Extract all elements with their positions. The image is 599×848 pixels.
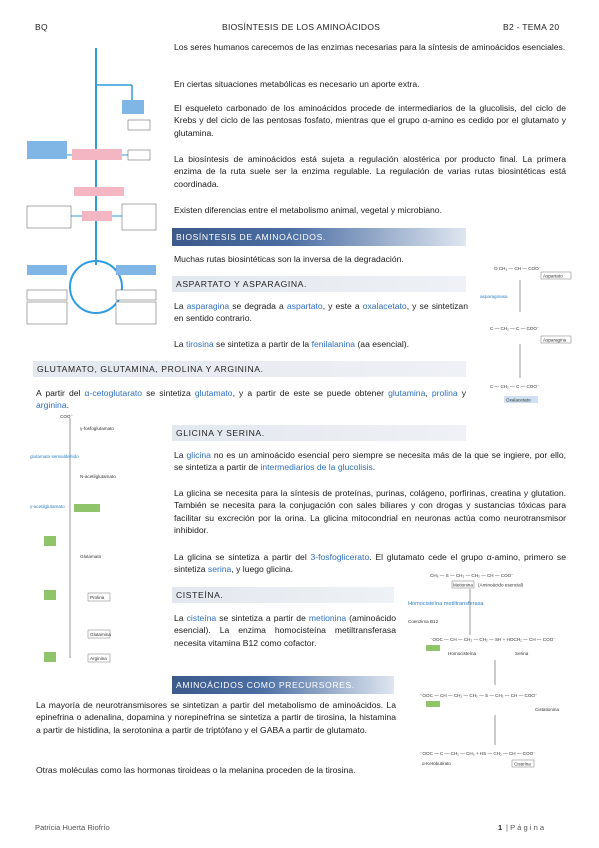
label-coenzima-b12: Coenzima B12 xyxy=(408,619,439,624)
svg-text:C — CH₂ — C — COO⁻: C — CH₂ — C — COO⁻ xyxy=(490,384,540,389)
label-homocisteina-metiltransferasa: Homocisteína metiltransferasa xyxy=(408,601,484,607)
svg-text:⁻OOC — CH — CH₂ — CH₂ — S — CH: ⁻OOC — CH — CH₂ — CH₂ — S — CH₂ — CH — C… xyxy=(420,693,538,698)
svg-text:glutamato semialdehído: glutamato semialdehído xyxy=(30,454,79,459)
label-alfa-ketobutirato: α-Ketobutirato xyxy=(422,761,451,766)
footer-author: Patricia Huerta Riofrío xyxy=(35,823,110,832)
section-glicina-p2: La glicina se necesita para la síntesis … xyxy=(174,488,566,536)
header-left: BQ xyxy=(35,22,48,32)
label-aspartato: Aspartato xyxy=(543,274,563,279)
label-metionina: Metionina xyxy=(453,583,473,588)
section-precursores-p2: Otras moléculas como las hormonas tiroid… xyxy=(36,765,356,775)
intro-p4: La biosíntesis de aminoácidos está sujet… xyxy=(174,154,566,189)
svg-text:⁻OOC — C — CH₂ — CH₃ + HS —: ⁻OOC — C — CH₂ — CH₃ + HS — CH₂ — CH — C… xyxy=(420,751,536,756)
svg-text:N-acetilglutamato: N-acetilglutamato xyxy=(80,474,116,479)
header-title: BIOSÍNTESIS DE LOS AMINOÁCIDOS xyxy=(222,22,381,32)
section-glicina-p3: La glicina se sintetiza a partir del 3-f… xyxy=(174,552,566,575)
section-biosintesis-text: Muchas rutas biosintéticas son la invers… xyxy=(174,254,404,264)
label-cisteina: Cisteína xyxy=(514,762,531,767)
intro-p3: El esqueleto carbonado de los aminoácido… xyxy=(174,103,566,138)
section-biosintesis-title: BIOSÍNTESIS DE AMINOÁCIDOS. xyxy=(172,228,466,246)
label-asparaginasa: asparaginasa xyxy=(480,294,508,299)
intro-p1: Los seres humanos carecemos de las enzim… xyxy=(174,42,566,52)
svg-text:COO⁻: COO⁻ xyxy=(60,414,73,419)
section-aspartato-p2: La tirosina se sintetiza a partir de la … xyxy=(174,339,410,349)
section-aspartato-title: ASPARTATO Y ASPARAGINA. xyxy=(172,276,466,292)
header-right: B2 - TEMA 20 xyxy=(503,22,560,32)
label-homocisteina: Homocisteína xyxy=(448,651,477,656)
section-cisteina-text: La cisteína se sintetiza a partir de met… xyxy=(174,613,396,648)
section-cisteina-title: CISTEÍNA. xyxy=(172,587,394,603)
section-aspartato-p1: La asparagina se degrada a aspartato, y … xyxy=(174,301,468,324)
section-precursores-title: AMINOÁCIDOS COMO PRECURSORES. xyxy=(172,676,394,694)
label-asparagina: Asparagina xyxy=(543,338,567,343)
section-glicina-p1: La glicina no es un aminoácido esencial … xyxy=(174,450,566,473)
footer-page-number: 1 xyxy=(498,823,503,832)
intro-p2: En ciertas situaciones metabólicas es ne… xyxy=(174,79,420,89)
svg-text:γ-fosfoglutamato: γ-fosfoglutamato xyxy=(80,426,114,431)
section-glutamato-text: A partir del α-cetoglutarato se sintetiz… xyxy=(36,388,466,411)
label-oxalacetato: Oxalacetato xyxy=(506,398,531,403)
label-glutamina: Glutamina xyxy=(90,632,111,637)
svg-text:O CH₂ — CH — COO⁻: O CH₂ — CH — COO⁻ xyxy=(494,266,542,271)
aspartate-figure: O CH₂ — CH — COO⁻ Aspartato asparaginasa… xyxy=(480,266,572,403)
metabolism-diagram xyxy=(26,48,157,325)
label-serina: Serina xyxy=(515,651,529,656)
label-glutamato: Glutamato xyxy=(80,554,102,559)
label-aminoacido-esencial: (Aminoácido esencial) xyxy=(478,583,524,588)
label-prolina: Prolina xyxy=(90,595,105,600)
section-glutamato-title: GLUTAMATO, GLUTAMINA, PROLINA Y ARGININA… xyxy=(33,361,466,377)
cysteine-figure: CH₃ — S — CH₂ — CH₂ — CH — COO⁻ Metionin… xyxy=(408,573,559,768)
intro-p5: Existen diferencias entre el metabolismo… xyxy=(174,205,442,215)
svg-text:⁻OOC — CH — CH₂ — CH₂ — SH + H: ⁻OOC — CH — CH₂ — CH₂ — SH + HOCH₂ — CH … xyxy=(430,637,556,642)
section-precursores-p1: La mayoría de neurotransmisores se sinte… xyxy=(36,700,396,735)
footer-page-label: | P á g i n a xyxy=(506,823,545,832)
section-glicina-title: GLICINA Y SERINA. xyxy=(172,425,466,441)
label-arginina: Arginina xyxy=(90,656,107,661)
svg-text:γ-acetilglutamato: γ-acetilglutamato xyxy=(30,504,65,509)
label-cistationina: Cistationina xyxy=(535,707,559,712)
svg-text:C — CH₂ — C — COO⁻: C — CH₂ — C — COO⁻ xyxy=(490,326,540,331)
glutamate-pathway-figure: COO⁻ γ-fosfoglutamato glutamato semialde… xyxy=(30,414,116,663)
svg-text:CH₃ — S — CH₂ — CH₂ — CH — COO: CH₃ — S — CH₂ — CH₂ — CH — COO⁻ xyxy=(430,573,514,578)
